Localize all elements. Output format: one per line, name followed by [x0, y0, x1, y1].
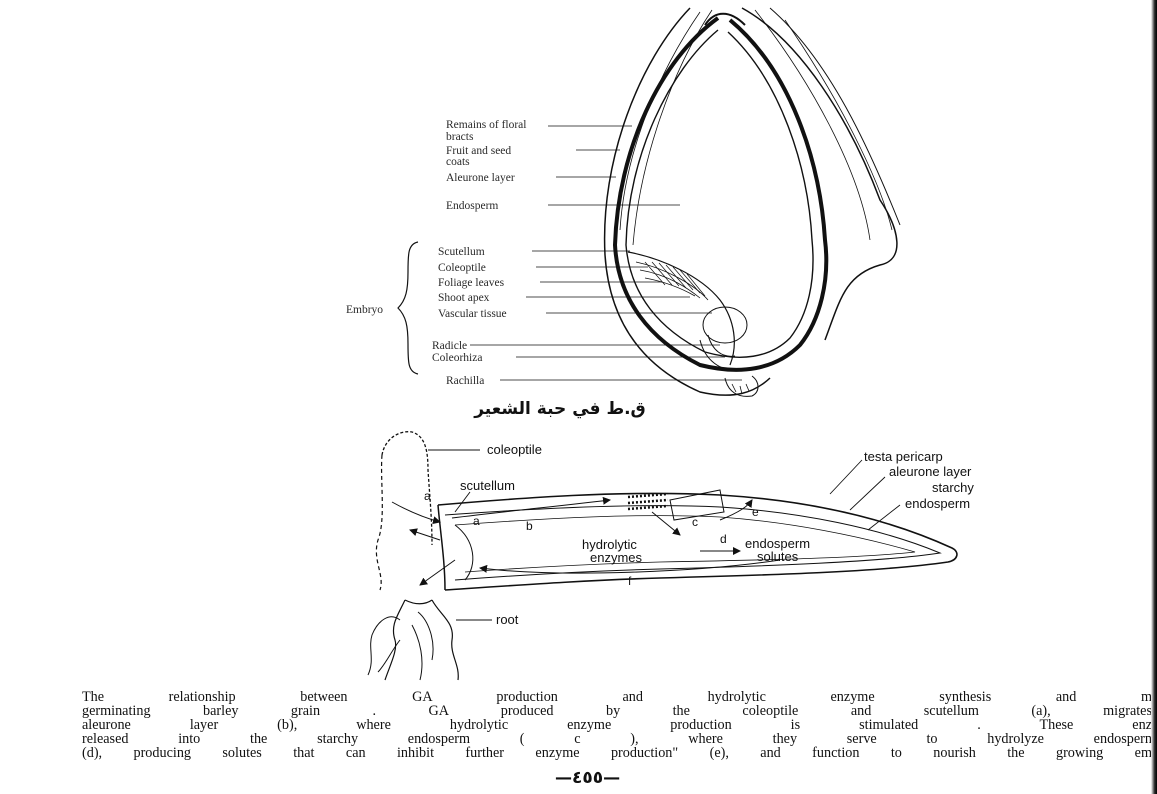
- label-endosperm: Endosperm: [446, 200, 498, 212]
- arabic-title: ق.ط في حبة الشعير: [473, 399, 646, 419]
- caption-line-5: (d), producing solutes that can inhibit …: [82, 746, 1152, 760]
- letter-d: d: [720, 532, 727, 546]
- label-embryo: Embryo: [346, 304, 383, 316]
- label-endosperm-lower: endosperm: [905, 496, 970, 511]
- label-vascular-tissue: Vascular tissue: [438, 308, 507, 320]
- letter-a-inner: a: [473, 514, 480, 528]
- embryo-brace: [398, 242, 418, 374]
- top-leader-lines: [470, 126, 742, 380]
- label-fruit-seed-coats-2: coats: [446, 156, 470, 168]
- figure-caption: The relationship between GA production a…: [82, 690, 1152, 760]
- grain-section-diagram: Remains of floral bracts Fruit and seed …: [0, 0, 1157, 690]
- letter-a-outer: a: [424, 489, 431, 503]
- germinating-grain-drawing: [368, 432, 957, 680]
- scan-edge: [1151, 0, 1157, 794]
- label-coleoptile: Coleoptile: [438, 262, 486, 274]
- label-enzymes: enzymes: [590, 550, 643, 565]
- label-aleurone: Aleurone layer: [446, 172, 515, 184]
- page-number: —٤٥٥—: [555, 768, 620, 788]
- bottom-leader-lines: [428, 450, 900, 620]
- label-foliage-leaves: Foliage leaves: [438, 277, 505, 289]
- letter-c: c: [692, 515, 698, 529]
- caption-line-2: germinating barley grain . GA produced b…: [82, 704, 1152, 718]
- label-radicle: Radicle: [432, 340, 467, 352]
- label-scutellum: Scutellum: [438, 246, 485, 258]
- caption-line-4: released into the starchy endosperm ( c …: [82, 732, 1152, 746]
- letter-e: e: [752, 505, 759, 519]
- letter-f: f: [628, 574, 632, 588]
- label-shoot-apex: Shoot apex: [438, 292, 490, 304]
- label-floral-bracts-1: Remains of floral: [446, 119, 526, 131]
- label-testa-pericarp: testa pericarp: [864, 449, 943, 464]
- label-aleurone-layer: aleurone layer: [889, 464, 972, 479]
- label-rachilla: Rachilla: [446, 375, 484, 387]
- caption-line-3: aleurone layer (b), where hydrolytic enz…: [82, 718, 1152, 732]
- letter-b: b: [526, 519, 533, 533]
- label-floral-bracts-2: bracts: [446, 131, 474, 143]
- label-scutellum-lower: scutellum: [460, 478, 515, 493]
- label-coleorhiza: Coleorhiza: [432, 352, 482, 364]
- label-endosperm-solutes-2: solutes: [757, 549, 799, 564]
- caption-line-1: The relationship between GA production a…: [82, 690, 1152, 704]
- label-starchy: starchy: [932, 480, 974, 495]
- barley-grain-drawing: [605, 8, 900, 396]
- label-root: root: [496, 612, 519, 627]
- label-coleoptile-lower: coleoptile: [487, 442, 542, 457]
